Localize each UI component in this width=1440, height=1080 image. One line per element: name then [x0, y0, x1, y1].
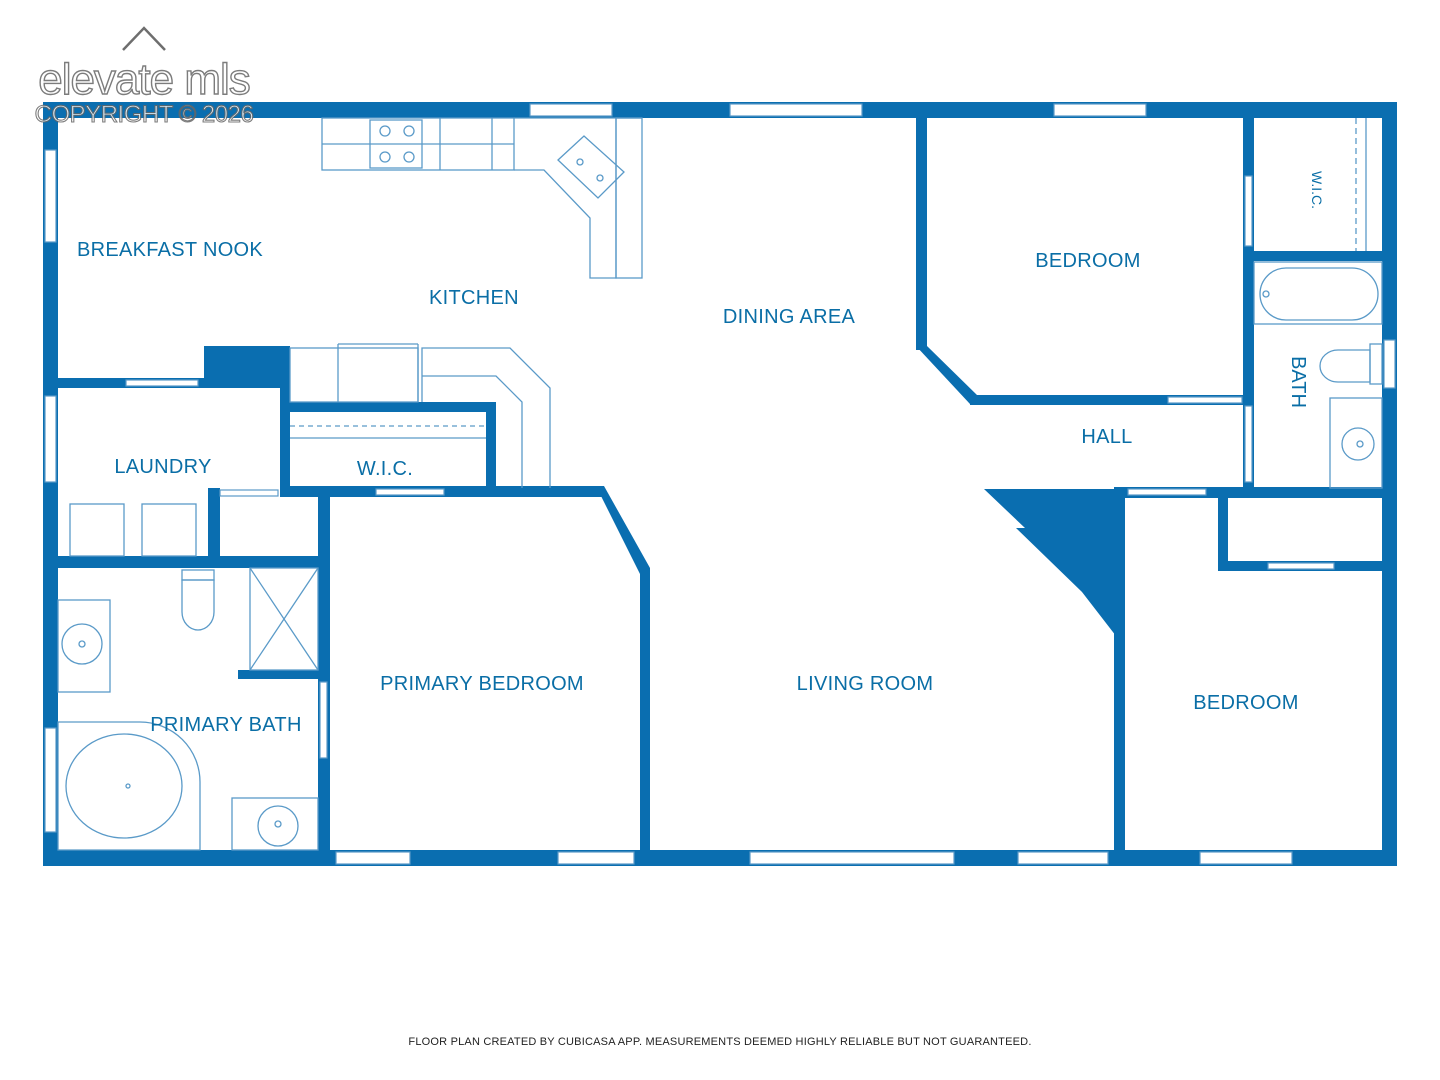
hall-bath-fixtures: [1253, 261, 1383, 489]
label-primary-bath: PRIMARY BATH: [150, 714, 301, 736]
kitchen-counters: [289, 117, 643, 488]
label-kitchen: KITCHEN: [429, 287, 519, 309]
label-hall: HALL: [1081, 426, 1132, 448]
roof-logo-icon: [122, 26, 166, 51]
laundry-appliances: [69, 503, 197, 557]
watermark: elevate mls COPYRIGHT © 2026: [34, 26, 255, 129]
label-breakfast-nook: BREAKFAST NOOK: [77, 239, 263, 261]
label-bedroom-top: BEDROOM: [1035, 250, 1140, 272]
label-bath: BATH: [1287, 356, 1309, 408]
wic-top-right-fixtures: [1355, 118, 1367, 251]
footer-disclaimer: FLOOR PLAN CREATED BY CUBICASA APP. MEAS…: [408, 1036, 1032, 1048]
label-living-room: LIVING ROOM: [797, 673, 934, 695]
label-dining-area: DINING AREA: [723, 306, 856, 328]
room-labels: BREAKFAST NOOK KITCHEN DINING AREA BEDRO…: [77, 171, 1325, 736]
outer-walls: [43, 102, 1397, 866]
label-primary-bedroom: PRIMARY BEDROOM: [380, 673, 584, 695]
label-laundry: LAUNDRY: [114, 456, 211, 478]
label-wic-center: W.I.C.: [357, 458, 413, 480]
watermark-copyright: COPYRIGHT © 2026: [35, 101, 254, 128]
watermark-brand: elevate mls: [38, 55, 250, 104]
label-wic-top-right: W.I.C.: [1309, 171, 1325, 209]
primary-bath-fixtures: [57, 567, 319, 851]
windows: [44, 103, 1396, 865]
label-bedroom-bottom: BEDROOM: [1193, 692, 1298, 714]
